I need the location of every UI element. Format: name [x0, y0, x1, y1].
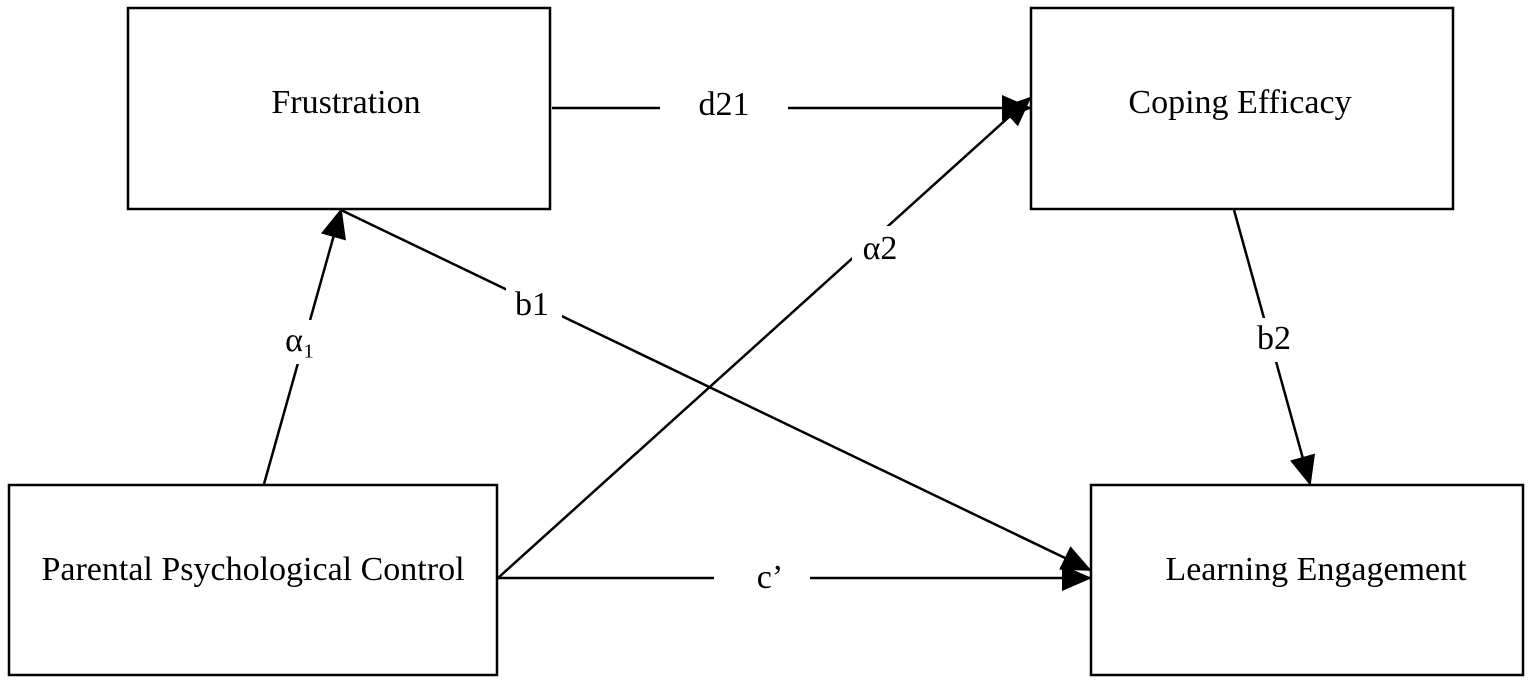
edge-b1-label: b1 — [515, 286, 549, 323]
edge-d21-label: d21 — [699, 86, 750, 123]
node-coping-efficacy: Coping Efficacy — [1029, 6, 1455, 211]
edge-a1-label: α₁ — [285, 322, 315, 359]
node-frustration: Frustration — [126, 6, 552, 211]
edge-a2-line — [497, 96, 1032, 579]
node-frustration-label: Frustration — [271, 84, 420, 121]
edge-a2-label: α2 — [863, 230, 898, 267]
edge-b1-line — [340, 208, 1092, 572]
node-coping-efficacy-label: Coping Efficacy — [1128, 84, 1351, 121]
node-learning-engagement-label: Learning Engagement — [1165, 551, 1467, 588]
node-parental-control: Parental Psychological Control — [7, 483, 499, 677]
node-parental-control-label: Parental Psychological Control — [41, 551, 464, 588]
node-learning-engagement: Learning Engagement — [1089, 483, 1525, 677]
edge-b2-label: b2 — [1257, 320, 1291, 357]
edge-c-prime-label: c’ — [757, 559, 783, 596]
